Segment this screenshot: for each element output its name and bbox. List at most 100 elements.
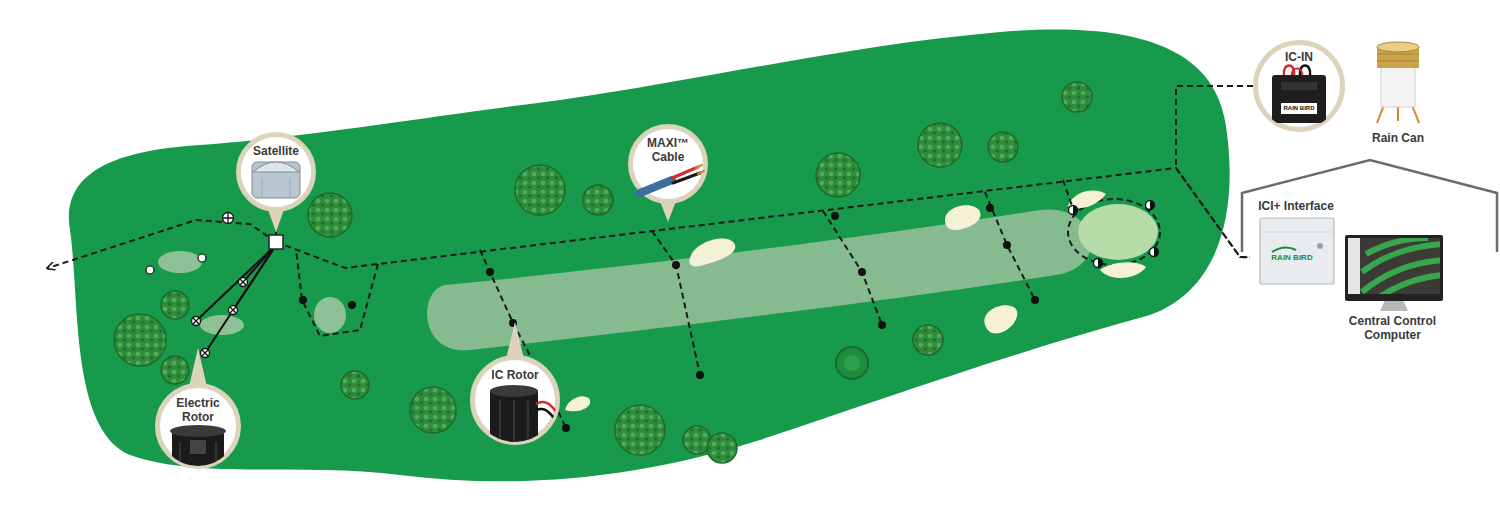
ic-rotor-icon	[536, 402, 558, 414]
valve-symbol	[223, 213, 234, 224]
central-computer: Central Control Computer	[1335, 230, 1450, 344]
callout-label: Rain Can	[1360, 131, 1436, 145]
sensor-input-device	[1272, 66, 1326, 124]
ic-rotor-icon	[490, 390, 538, 450]
sand-bunker	[984, 305, 1017, 333]
tree	[114, 314, 166, 366]
electric-rotor-callout: Electric Rotor	[155, 348, 241, 469]
cable-icon	[673, 173, 700, 183]
cable-icon	[640, 165, 704, 193]
interface-panel: ICI+ Interface	[1250, 198, 1342, 288]
green-sprinkler	[1098, 259, 1103, 268]
satellite-junction	[269, 235, 283, 249]
sensor-input-device	[1281, 103, 1317, 114]
interface-panel-detail	[1317, 243, 1323, 249]
callout-circle	[158, 386, 239, 467]
callout-label: ICI+ Interface	[1240, 199, 1352, 213]
computer-monitor	[1380, 300, 1408, 311]
callout-label: Electric Rotor	[168, 396, 228, 424]
green-sprinkler	[1069, 201, 1159, 268]
lateral-cable	[652, 231, 700, 375]
fairway	[427, 209, 1091, 350]
green-sprinkler	[1069, 206, 1078, 215]
electric-rotor-icon	[172, 430, 224, 475]
sand-bunker	[689, 239, 735, 267]
node-outline	[470, 322, 560, 445]
callout-label: Satellite	[244, 144, 308, 158]
ic-rotor-icon	[513, 400, 515, 450]
putting-green	[1068, 199, 1160, 265]
ic-rotor-icon	[527, 400, 529, 450]
rain-can-icon	[1377, 47, 1419, 68]
control-cable	[1176, 86, 1253, 257]
golf-hole	[69, 29, 1230, 481]
tree	[114, 82, 1092, 463]
tree	[988, 132, 1018, 162]
electric-rotor-icon	[179, 442, 181, 470]
satellite-icon	[253, 162, 299, 172]
ic-sprinkler	[878, 321, 886, 329]
computer-monitor	[1345, 235, 1443, 311]
rain-can-icon	[1377, 42, 1419, 123]
ic-sprinkler	[1031, 296, 1039, 304]
tree	[161, 291, 189, 319]
round-tree	[844, 355, 860, 371]
tee-box	[158, 251, 346, 335]
ic-rotor-icon	[499, 400, 501, 450]
satellite-wire	[196, 245, 276, 353]
satellite-icon	[290, 178, 291, 196]
callout-label: MAXI™ Cable	[638, 136, 698, 164]
callout-label: IC-IN	[1269, 50, 1329, 64]
computer-monitor	[1345, 235, 1443, 301]
callout-label: Central Control Computer	[1335, 314, 1450, 342]
lateral-cable	[985, 192, 1035, 300]
tree	[410, 387, 456, 433]
ic-sprinkler	[696, 371, 704, 379]
computer-monitor	[1362, 238, 1440, 294]
tee-box	[200, 315, 244, 335]
computer-monitor	[1362, 244, 1440, 272]
satellite-wire	[196, 245, 276, 321]
interface-panel-detail	[1262, 232, 1332, 233]
tree	[1062, 82, 1092, 112]
putting-green	[1078, 204, 1158, 260]
lateral-cable	[296, 249, 378, 336]
green-sprinkler	[1154, 248, 1159, 257]
tree	[615, 405, 665, 455]
electric-rotor-icon	[215, 442, 217, 470]
electric-rotor-symbol	[192, 278, 248, 358]
computer-monitor	[1378, 275, 1440, 294]
rain-can-icon	[1377, 42, 1419, 52]
tree	[341, 371, 369, 399]
green-sprinkler	[1146, 201, 1155, 210]
tree	[918, 123, 962, 167]
computer-monitor	[1348, 238, 1360, 294]
electric-rotor-icon	[170, 425, 226, 437]
rain-can-icon	[1397, 107, 1399, 121]
rain-can-icon	[1377, 61, 1419, 62]
rain-can-icon	[1377, 54, 1419, 55]
cable-icon	[698, 171, 704, 174]
sensor-input-device	[1281, 82, 1317, 90]
putting-green	[1068, 199, 1160, 265]
green-sprinkler	[1150, 248, 1159, 257]
sensor-input-device	[1284, 66, 1294, 77]
computer-monitor	[1366, 238, 1428, 254]
tree	[161, 356, 189, 384]
callout-circle	[1256, 43, 1343, 130]
satellite-icon	[262, 178, 263, 196]
callout-label: IC Rotor	[480, 368, 550, 382]
ic-sprinkler	[348, 301, 356, 309]
tee-sprinkler	[198, 254, 206, 262]
ic-sprinkler	[486, 268, 494, 276]
interface-box	[1260, 218, 1334, 284]
cable-callout: MAXI™ Cable	[628, 124, 708, 222]
ic-sprinkler	[299, 204, 1039, 432]
tree	[515, 165, 565, 215]
lateral-cable	[823, 211, 882, 325]
sand-bunker	[945, 205, 981, 230]
tee-sprinkler	[146, 254, 206, 274]
ic-rotor-icon	[490, 385, 538, 397]
ic-sprinkler	[831, 212, 839, 220]
electric-rotor-icon	[190, 440, 206, 454]
